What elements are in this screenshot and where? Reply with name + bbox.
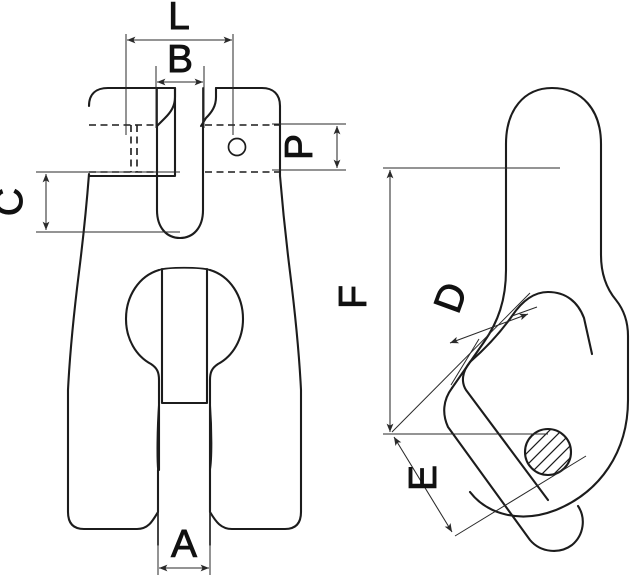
front-view-hook-throat-right: [208, 268, 245, 472]
dimension-B: B: [155, 38, 205, 128]
dimension-label-B: B: [167, 38, 193, 81]
side-view-bill-upper: [443, 386, 584, 552]
dimension-label-L: L: [168, 0, 190, 38]
front-view-load-bar: [160, 267, 209, 405]
dimension-D-extension-a: [450, 338, 480, 386]
dimension-P: P: [272, 123, 346, 171]
dimension-label-C: C: [0, 188, 31, 216]
dimension-label-F: F: [332, 285, 375, 309]
dimension-E-extension-b: [454, 455, 587, 537]
dimension-D: D: [426, 277, 538, 386]
hook-tip-section-hatching: [525, 429, 571, 475]
dimension-D-line: [449, 313, 529, 344]
side-view-throat-inner: [546, 290, 594, 356]
dimension-F: F: [332, 167, 560, 435]
front-view-hook-throat-top: [158, 266, 211, 271]
dimension-E-extension-a: [391, 292, 531, 433]
front-view-group: [66, 86, 303, 546]
dimension-label-P: P: [278, 134, 321, 160]
dimension-E-line: [393, 436, 453, 533]
front-view-hook-throat: [124, 268, 161, 472]
hook-tip-section-outline: [523, 427, 573, 477]
dimension-C: C: [0, 171, 180, 233]
side-view-bill-edge: [461, 360, 550, 502]
front-view-right-jaw-chamfer: [199, 86, 218, 128]
front-view-left-jaw-chamfer: [155, 86, 177, 128]
clevis-pin-hole-icon: [227, 137, 247, 157]
dimension-E: E: [391, 292, 587, 537]
front-view-web-left: [156, 402, 160, 513]
dimension-label-D: D: [426, 277, 476, 318]
dimension-label-A: A: [171, 523, 197, 566]
dimension-A: A: [157, 500, 211, 575]
side-view-shank-left: [450, 142, 508, 390]
dimension-label-E: E: [402, 465, 445, 491]
front-view-web-right: [209, 402, 213, 513]
side-view-bill-top-run: [468, 290, 550, 364]
front-view-clevis-slot: [155, 124, 205, 240]
front-view-right-outline: [208, 86, 303, 531]
side-view-group: [443, 86, 630, 552]
side-view-left-profile: [468, 86, 630, 518]
front-view-left-outline: [66, 86, 177, 531]
dimension-L: L: [125, 0, 234, 135]
